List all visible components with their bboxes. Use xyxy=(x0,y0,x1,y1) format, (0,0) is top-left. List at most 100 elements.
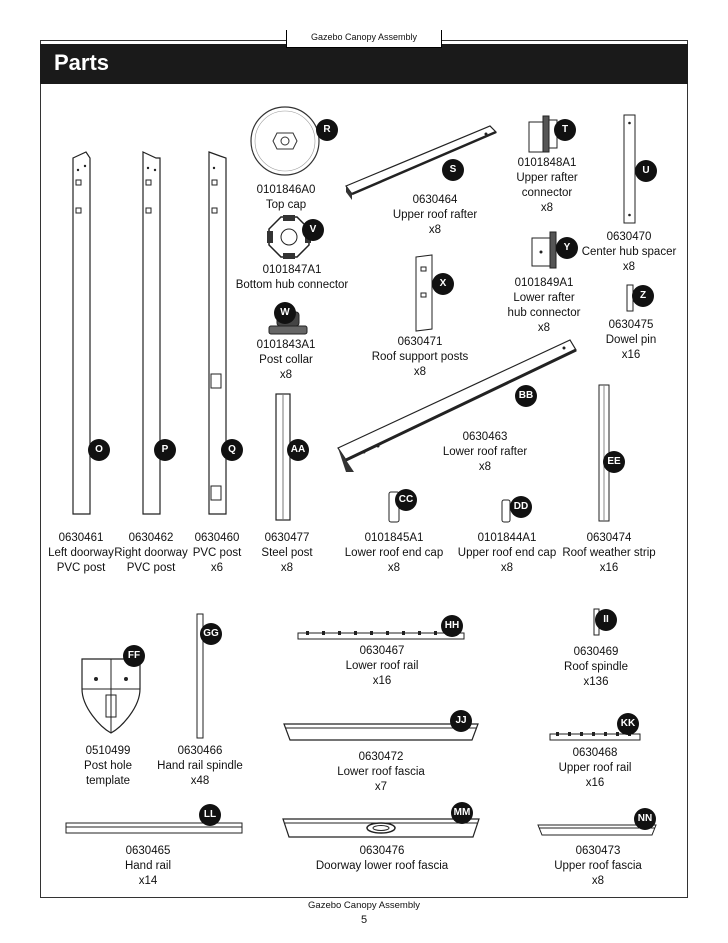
part-code: 0630475 xyxy=(608,319,654,331)
part-name: Upper roof end cap xyxy=(457,547,557,559)
part-code: 0101848A1 xyxy=(517,157,577,169)
badge-JJ: JJ xyxy=(450,710,472,732)
part-name: Lower roof fascia xyxy=(337,766,425,778)
part-name: Roof weather strip xyxy=(562,547,656,559)
part-qty: x8 xyxy=(280,562,294,574)
part-code: 0630461 xyxy=(58,532,104,544)
hand-rail-spindle-drawing xyxy=(196,613,204,739)
part-name: Upper roof fascia xyxy=(554,860,642,872)
hand-rail-drawing xyxy=(65,822,243,834)
badge-V: V xyxy=(302,219,324,241)
badge-GG: GG xyxy=(200,623,222,645)
part-code: 0630471 xyxy=(397,336,443,348)
part-name: PVC post xyxy=(56,562,106,574)
part-X-label: 0630471 Roof support posts x8 xyxy=(372,335,469,380)
running-title: Gazebo Canopy Assembly xyxy=(286,30,442,48)
part-qty: x8 xyxy=(537,322,551,334)
right-doorway-post-drawing xyxy=(142,151,161,515)
part-V-label: 0101847A1 Bottom hub connector xyxy=(236,263,349,293)
part-CC-label: 0101845A1 Lower roof end cap x8 xyxy=(345,531,443,576)
part-R-label: 0101846A0 Top cap xyxy=(257,183,316,213)
part-II-label: 0630469 Roof spindle x136 xyxy=(564,645,628,690)
part-code: 0630466 xyxy=(177,745,223,757)
badge-MM: MM xyxy=(451,802,473,824)
lower-rafter-hub-connector-drawing xyxy=(531,231,557,269)
part-code: 0101847A1 xyxy=(262,264,322,276)
part-Z-label: 0630475 Dowel pin x16 xyxy=(606,318,657,363)
part-code: 0630473 xyxy=(575,845,621,857)
part-name: Dowel pin xyxy=(605,334,657,346)
part-code: 0630463 xyxy=(462,431,508,443)
part-qty: x16 xyxy=(621,349,641,361)
part-FF-label: 0510499 Post hole template xyxy=(84,744,132,789)
part-name: connector xyxy=(521,187,573,199)
part-JJ-label: 0630472 Lower roof fascia x7 xyxy=(337,750,425,795)
left-doorway-post-drawing xyxy=(72,151,91,515)
part-qty: x8 xyxy=(413,366,427,378)
part-qty: x136 xyxy=(583,676,609,688)
badge-Y: Y xyxy=(556,237,578,259)
part-name: Lower roof rafter xyxy=(442,446,528,458)
part-code: 0630474 xyxy=(586,532,632,544)
part-T-label: 0101848A1 Upper rafter connector x8 xyxy=(516,156,577,216)
badge-AA: AA xyxy=(287,439,309,461)
part-name: Roof support posts xyxy=(371,351,469,363)
part-name: Lower roof end cap xyxy=(344,547,444,559)
badge-S: S xyxy=(442,159,464,181)
badge-P: P xyxy=(154,439,176,461)
part-qty: x16 xyxy=(599,562,619,574)
part-name: Doorway lower roof fascia xyxy=(315,860,449,872)
part-MM-label: 0630476 Doorway lower roof fascia xyxy=(316,844,448,874)
part-qty: x8 xyxy=(500,562,514,574)
part-S-label: 0630464 Upper roof rafter x8 xyxy=(393,193,477,238)
part-name: Lower roof rail xyxy=(345,660,419,672)
top-cap-drawing xyxy=(250,106,320,176)
badge-LL: LL xyxy=(199,804,221,826)
part-code: 0630477 xyxy=(264,532,310,544)
part-code: 0630472 xyxy=(358,751,404,763)
pvc-post-drawing xyxy=(208,151,227,515)
part-BB-label: 0630463 Lower roof rafter x8 xyxy=(443,430,527,475)
part-code: 0630467 xyxy=(359,645,405,657)
part-name: Upper rafter xyxy=(516,172,578,184)
part-code: 0630469 xyxy=(573,646,619,658)
part-NN-label: 0630473 Upper roof fascia x8 xyxy=(554,844,642,889)
part-W-label: 0101843A1 Post collar x8 xyxy=(257,338,316,383)
doorway-lower-roof-fascia-drawing xyxy=(282,818,480,838)
badge-II: II xyxy=(595,609,617,631)
part-AA-label: 0630477 Steel post x8 xyxy=(261,531,312,576)
part-name: Right doorway xyxy=(114,547,188,559)
part-name: Post collar xyxy=(259,354,313,366)
part-code: 0101843A1 xyxy=(256,339,316,351)
part-name: Roof spindle xyxy=(564,661,628,673)
part-qty: x16 xyxy=(585,777,605,789)
badge-W: W xyxy=(274,302,296,324)
part-Y-label: 0101849A1 Lower rafter hub connector x8 xyxy=(508,276,581,336)
part-qty: x48 xyxy=(190,775,210,787)
part-name: Post hole xyxy=(84,760,132,772)
badge-KK: KK xyxy=(617,713,639,735)
part-code: 0101845A1 xyxy=(364,532,424,544)
part-name: Top cap xyxy=(265,199,307,211)
part-name: Steel post xyxy=(261,547,313,559)
part-LL-label: 0630465 Hand rail x14 xyxy=(125,844,171,889)
part-code: 0630468 xyxy=(572,747,618,759)
badge-HH: HH xyxy=(441,615,463,637)
part-name: template xyxy=(85,775,131,787)
part-name: Lower rafter xyxy=(513,292,575,304)
badge-R: R xyxy=(316,119,338,141)
badge-X: X xyxy=(432,273,454,295)
lower-roof-rafter-drawing xyxy=(337,339,577,472)
badge-DD: DD xyxy=(510,496,532,518)
part-code: 0630464 xyxy=(412,194,458,206)
steel-post-drawing xyxy=(275,393,291,521)
part-code: 0630460 xyxy=(194,532,240,544)
part-KK-label: 0630468 Upper roof rail x16 xyxy=(559,746,632,791)
part-EE-label: 0630474 Roof weather strip x16 xyxy=(562,531,655,576)
part-code: 0630476 xyxy=(359,845,405,857)
part-qty: x8 xyxy=(478,461,492,473)
part-name: Bottom hub connector xyxy=(235,279,349,291)
part-qty: x8 xyxy=(591,875,605,887)
part-DD-label: 0101844A1 Upper roof end cap x8 xyxy=(458,531,556,576)
part-code: 0630470 xyxy=(606,231,652,243)
